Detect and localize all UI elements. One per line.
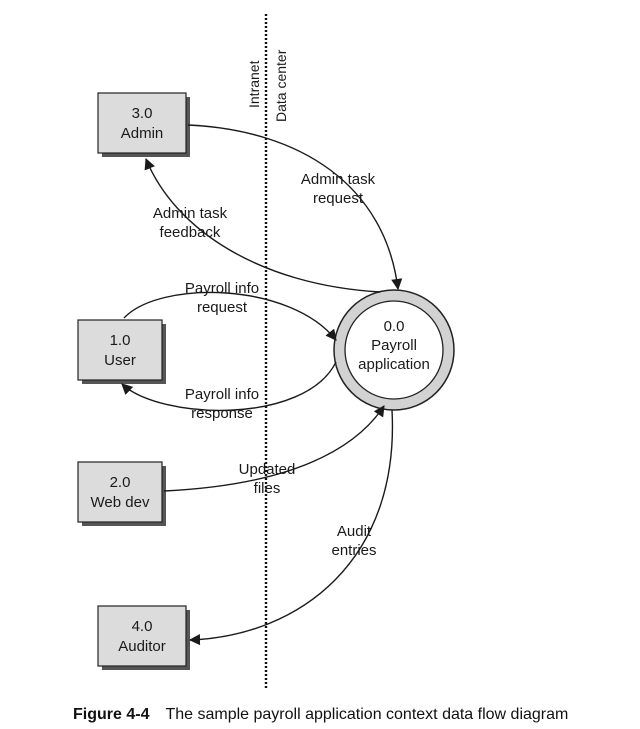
entity-webdev: 2.0 Web dev (77, 461, 166, 526)
boundary-label-intranet: Intranet (246, 60, 262, 108)
process-name-line1: Payroll (371, 337, 417, 354)
flow-payroll-info-response-label-2: response (191, 405, 253, 422)
figure-caption: Figure 4-4 The sample payroll applicatio… (73, 706, 568, 723)
flow-payroll-info-request (123, 291, 337, 341)
entity-admin-name: Admin (121, 125, 164, 142)
boundary-label-data-center: Data center (273, 49, 289, 122)
figure-caption-text: The sample payroll application context d… (165, 706, 568, 723)
entity-user-name: User (104, 352, 136, 369)
flow-audit-entries (188, 409, 394, 646)
entity-auditor-id: 4.0 (132, 618, 153, 635)
entity-user: 1.0 User (77, 319, 166, 384)
entity-webdev-name: Web dev (91, 494, 150, 511)
flow-updated-files-label-1: Updated (239, 461, 296, 478)
flow-audit-entries-label-1: Audit (337, 523, 372, 540)
flow-payroll-info-request-label-2: request (197, 299, 248, 316)
flow-admin-task-request-label-2: request (313, 190, 364, 207)
flow-payroll-info-response (121, 361, 337, 412)
entity-user-id: 1.0 (110, 332, 131, 349)
process-id: 0.0 (384, 318, 405, 335)
flow-payroll-info-response-label-1: Payroll info (185, 386, 259, 403)
process-name-line2: application (358, 356, 430, 373)
flow-updated-files (163, 405, 385, 492)
entity-webdev-id: 2.0 (110, 474, 131, 491)
process-payroll-application: 0.0 Payroll application (333, 289, 455, 411)
flow-admin-task-feedback (144, 157, 381, 293)
entity-auditor: 4.0 Auditor (97, 605, 190, 670)
flow-audit-entries-label-2: entries (331, 542, 376, 559)
flow-payroll-info-request-label-1: Payroll info (185, 280, 259, 297)
flow-admin-task-feedback-label-2: feedback (160, 224, 221, 241)
flow-updated-files-label-2: files (254, 480, 281, 497)
flow-admin-task-request-label-1: Admin task (301, 171, 376, 188)
figure-caption-number: Figure 4-4 (73, 706, 150, 723)
flow-admin-task-request (187, 124, 403, 291)
entity-auditor-name: Auditor (118, 638, 166, 655)
flow-admin-task-feedback-label-1: Admin task (153, 205, 228, 222)
entity-admin: 3.0 Admin (97, 92, 190, 157)
entity-admin-id: 3.0 (132, 105, 153, 122)
